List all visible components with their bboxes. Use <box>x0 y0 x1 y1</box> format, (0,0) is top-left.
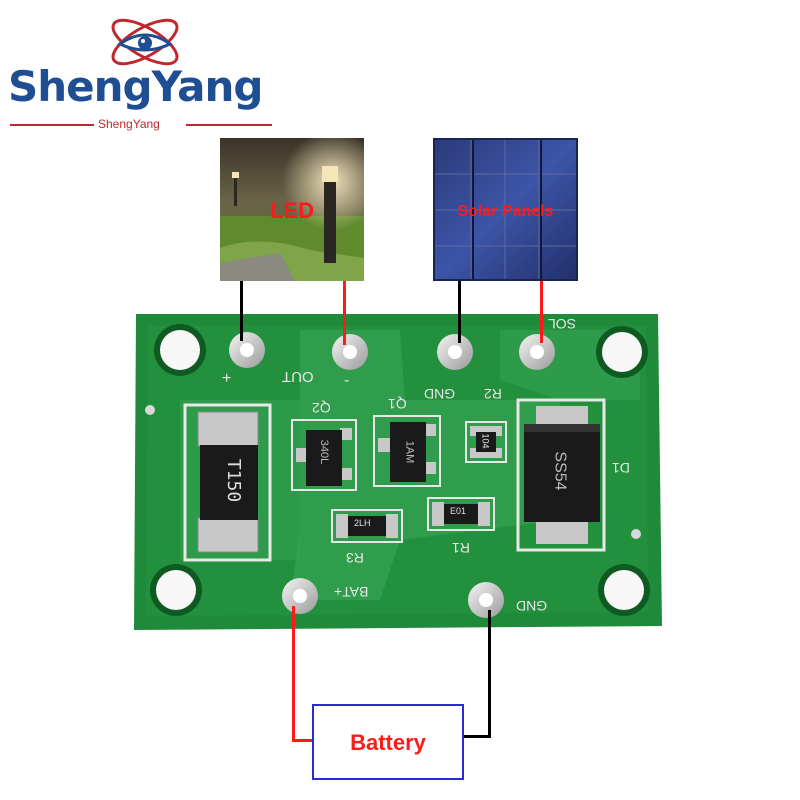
silkscreen-bat-plus: BAT+ <box>334 584 369 600</box>
silkscreen-r2: R2 <box>484 386 502 402</box>
silkscreen-minus: - <box>344 372 350 389</box>
wire-led-minus <box>240 281 243 341</box>
diode-d1 <box>516 398 606 552</box>
silkscreen-sol: SOL <box>548 316 577 332</box>
brand-underline-right <box>186 124 272 126</box>
transistor-q1 <box>373 415 441 487</box>
brand-name: ShengYang <box>8 62 263 111</box>
transistor-q2 <box>291 419 357 491</box>
resistor-r1 <box>427 497 495 531</box>
pad-sol-gnd <box>437 334 473 370</box>
wire-battery-gnd-vertical <box>488 610 491 738</box>
wire-battery-gnd-horizontal <box>462 735 491 738</box>
inductor <box>183 403 272 562</box>
pad-bat-gnd <box>468 582 504 618</box>
r1-marking: E01 <box>450 506 467 516</box>
mounting-hole-bottom-left <box>150 564 202 616</box>
led-photo-label: LED <box>270 198 314 223</box>
q1-marking: 1AM <box>403 440 416 464</box>
pad-out-minus <box>332 334 368 370</box>
mounting-hole-top-right <box>596 326 648 378</box>
silkscreen-r1: R1 <box>452 540 470 556</box>
pad-out-plus <box>229 332 265 368</box>
silkscreen-out: OUT <box>282 368 314 385</box>
silkscreen-gnd-bottom: GND <box>516 598 548 614</box>
solar-panel-image <box>433 138 578 281</box>
mounting-hole-top-left <box>154 324 206 376</box>
pad-sol-plus <box>519 334 555 370</box>
led-photo: LED <box>220 138 364 281</box>
diode-marking: SS54 <box>551 451 569 491</box>
wire-led-plus <box>343 281 346 345</box>
battery-box: Battery <box>312 704 464 780</box>
resistor-r3 <box>331 509 403 543</box>
silkscreen-q1: Q1 <box>388 396 407 412</box>
r3-marking: 2LH <box>354 518 371 528</box>
brand-tagline: ShengYang <box>98 117 160 131</box>
wire-solar-plus <box>540 281 543 343</box>
inductor-marking: T150 <box>223 458 245 503</box>
q2-marking: 340L <box>318 439 331 465</box>
battery-label: Battery <box>350 730 426 755</box>
r2-marking: 104 <box>480 433 491 449</box>
silkscreen-d1: D1 <box>612 460 630 476</box>
resistor-r2 <box>465 421 507 463</box>
mounting-hole-bottom-right <box>598 564 650 616</box>
pad-bat-plus <box>282 578 318 614</box>
silkscreen-q2: Q2 <box>312 400 331 416</box>
wire-battery-plus-vertical <box>292 606 295 742</box>
wire-battery-plus-horizontal <box>292 739 314 742</box>
brand-underline-left <box>10 124 94 126</box>
led-garden-light-image <box>220 138 364 281</box>
silkscreen-gnd-top: GND <box>424 386 456 402</box>
solar-photo-label: Solar Panels <box>457 203 554 220</box>
silkscreen-plus: + <box>222 370 232 387</box>
solar-panel-photo: Solar Panels <box>433 138 578 281</box>
silkscreen-r3: R3 <box>346 550 364 566</box>
shengyang-logo-emblem <box>111 18 179 66</box>
wire-solar-gnd <box>458 281 461 343</box>
